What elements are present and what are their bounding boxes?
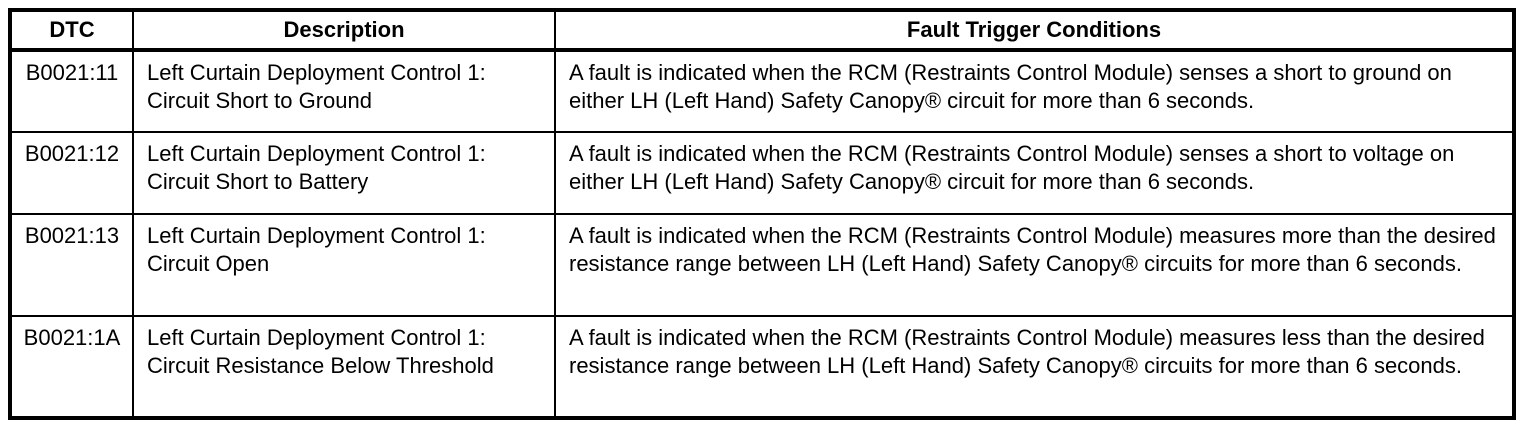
dtc-fault-table: DTC Description Fault Trigger Conditions…: [8, 8, 1516, 420]
fault-trigger-conditions: A fault is indicated when the RCM (Restr…: [554, 213, 1515, 317]
table-row: B0021:1A Left Curtain Deployment Control…: [9, 315, 1515, 419]
dtc-code: B0021:11: [9, 49, 134, 133]
fault-trigger-conditions: A fault is indicated when the RCM (Restr…: [554, 49, 1515, 133]
table-row: B0021:12 Left Curtain Deployment Control…: [9, 131, 1515, 215]
dtc-description: Left Curtain Deployment Control 1: Circu…: [132, 213, 556, 317]
dtc-description: Left Curtain Deployment Control 1: Circu…: [132, 49, 556, 133]
dtc-code: B0021:13: [9, 213, 134, 317]
table-body: B0021:11 Left Curtain Deployment Control…: [9, 49, 1515, 419]
fault-trigger-conditions: A fault is indicated when the RCM (Restr…: [554, 131, 1515, 215]
dtc-code: B0021:1A: [9, 315, 134, 419]
column-header-description: Description: [132, 9, 556, 52]
dtc-description: Left Curtain Deployment Control 1: Circu…: [132, 131, 556, 215]
header-row: DTC Description Fault Trigger Conditions: [9, 9, 1515, 52]
fault-trigger-conditions: A fault is indicated when the RCM (Restr…: [554, 315, 1515, 419]
dtc-code: B0021:12: [9, 131, 134, 215]
dtc-description: Left Curtain Deployment Control 1: Circu…: [132, 315, 556, 419]
column-header-dtc: DTC: [9, 9, 134, 52]
table-row: B0021:13 Left Curtain Deployment Control…: [9, 213, 1515, 317]
table-row: B0021:11 Left Curtain Deployment Control…: [9, 49, 1515, 133]
table-header: DTC Description Fault Trigger Conditions: [9, 9, 1515, 52]
column-header-fault-trigger-conditions: Fault Trigger Conditions: [554, 9, 1515, 52]
